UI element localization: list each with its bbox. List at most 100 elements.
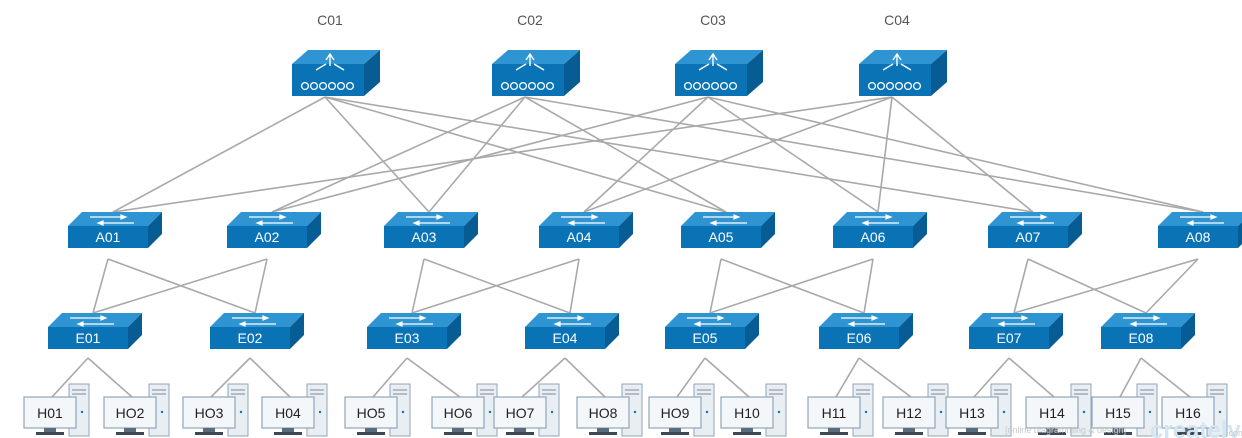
- aggregation-switch-top-face: [1158, 212, 1242, 226]
- link-E06-H12: [858, 357, 912, 398]
- host-H15[interactable]: H15: [1091, 383, 1158, 437]
- edge-switch-side-face: [1049, 313, 1063, 349]
- core-switch-C02[interactable]: C02: [492, 12, 580, 96]
- edge-switch-E05[interactable]: E05: [665, 313, 759, 349]
- edge-switch-top-face: [1101, 313, 1195, 327]
- monitor-icon: [720, 396, 774, 429]
- aggregation-switch-A08[interactable]: A08: [1158, 212, 1242, 248]
- aggregation-switch-A07[interactable]: A07: [988, 212, 1082, 248]
- aggregation-switch-side-face: [913, 212, 927, 248]
- aggregation-switch-side-face: [307, 212, 321, 248]
- aggregation-switch-label: A03: [412, 229, 437, 245]
- core-switch-label: C03: [700, 12, 726, 28]
- monitor-icon: [103, 396, 157, 429]
- host-H06[interactable]: HO6: [431, 383, 498, 437]
- edge-switch-front-face: [665, 327, 745, 349]
- monitor-icon: [431, 396, 485, 429]
- edge-switch-top-face: [367, 313, 461, 327]
- host-label: H11: [822, 405, 847, 421]
- edge-switch-front-face: [210, 327, 290, 349]
- aggregation-switch-side-face: [1238, 222, 1242, 248]
- aggregation-switch-side-face: [619, 212, 633, 248]
- host-H08[interactable]: HO8: [576, 383, 643, 437]
- switch-arrows-icon: [389, 315, 433, 327]
- edge-switch-side-face: [128, 313, 142, 349]
- link-C04-A07: [891, 96, 1034, 213]
- edge-switch-side-face: [1181, 313, 1195, 349]
- edge-switch-E01[interactable]: E01: [48, 313, 142, 349]
- edge-switch-label: E07: [997, 330, 1022, 346]
- link-A02-E02: [254, 258, 268, 314]
- monitor-icon: [344, 396, 398, 429]
- host-H10[interactable]: H10: [720, 383, 787, 437]
- link-C01-A01: [112, 96, 326, 213]
- host-H03[interactable]: HO3: [182, 383, 249, 437]
- host-H05[interactable]: HO5: [344, 383, 411, 437]
- edge-switch-front-face: [1101, 327, 1181, 349]
- monitor-icon: [807, 396, 861, 429]
- host-H13[interactable]: H13: [945, 383, 1012, 437]
- switch-arrows-icon: [232, 315, 276, 327]
- link-C04-A01: [112, 96, 893, 213]
- link-A04-E04: [569, 258, 580, 314]
- core-switch-front-face: [675, 64, 747, 96]
- link-A08-E07: [1013, 258, 1199, 314]
- aggregation-switch-A04[interactable]: A04: [539, 212, 633, 248]
- host-H12[interactable]: H12: [882, 383, 949, 437]
- edge-switch-E07[interactable]: E07: [969, 313, 1063, 349]
- monitor-icon: [945, 396, 999, 429]
- link-A07-E07: [1013, 258, 1029, 314]
- link-C01-A03: [324, 96, 430, 213]
- host-H02[interactable]: HO2: [103, 383, 170, 437]
- watermark-brand: creately: [1150, 417, 1241, 438]
- host-H09[interactable]: HO9: [648, 383, 715, 437]
- router-arrows-icon: [515, 52, 545, 71]
- core-switch-top-face: [859, 50, 947, 64]
- host-label: HO3: [195, 405, 224, 421]
- edge-switch-E04[interactable]: E04: [525, 313, 619, 349]
- edge-switch-E03[interactable]: E03: [367, 313, 461, 349]
- host-H01[interactable]: H01: [23, 383, 90, 437]
- aggregation-switch-A03[interactable]: A03: [384, 212, 478, 248]
- core-switch-C03[interactable]: C03: [675, 12, 763, 96]
- link-E01-H02: [87, 357, 133, 398]
- core-switch-C01[interactable]: C01: [292, 12, 380, 96]
- switch-arrows-icon: [703, 214, 747, 226]
- edge-switch-E08[interactable]: E08: [1101, 313, 1195, 349]
- edge-switch-top-face: [210, 313, 304, 327]
- host-H11[interactable]: H11: [807, 383, 874, 437]
- edge-switch-front-face: [48, 327, 128, 349]
- host-H14[interactable]: H14: [1025, 383, 1092, 437]
- host-H07[interactable]: HO7: [493, 383, 560, 437]
- aggregation-switch-front-face: [1158, 226, 1238, 248]
- edge-switch-front-face: [367, 327, 447, 349]
- core-switch-top-face: [292, 50, 380, 64]
- host-H04[interactable]: H04: [261, 383, 328, 437]
- aggregation-switch-A06[interactable]: A06: [833, 212, 927, 248]
- aggregation-switch-label: A01: [96, 229, 121, 245]
- core-switch-front-face: [859, 64, 931, 96]
- aggregation-switch-A05[interactable]: A05: [681, 212, 775, 248]
- edge-switch-E06[interactable]: E06: [819, 313, 913, 349]
- core-switch-top-face: [675, 50, 763, 64]
- edge-switch-top-face: [48, 313, 142, 327]
- host-H16[interactable]: H16: [1161, 383, 1228, 437]
- link-E03-H06: [406, 357, 461, 398]
- link-C02-A02: [271, 96, 526, 213]
- link-E07-H14: [1008, 357, 1055, 398]
- aggregation-switch-A01[interactable]: A01: [68, 212, 162, 248]
- edge-switch-E02[interactable]: E02: [210, 313, 304, 349]
- core-switch-label: C02: [517, 12, 543, 28]
- link-E08-H15: [1119, 357, 1142, 398]
- edge-switch-side-face: [447, 313, 461, 349]
- link-C03-A02: [271, 96, 709, 213]
- aggregation-switch-top-face: [988, 212, 1082, 226]
- aggregation-switch-A02[interactable]: A02: [227, 212, 321, 248]
- edge-switch-label: E01: [76, 330, 101, 346]
- core-switch-C04[interactable]: C04: [859, 12, 947, 96]
- host-label: H10: [734, 405, 760, 421]
- aggregation-switch-side-face: [1068, 212, 1082, 248]
- aggregation-switch-label: A06: [861, 229, 886, 245]
- switch-ports-icon: [300, 81, 355, 91]
